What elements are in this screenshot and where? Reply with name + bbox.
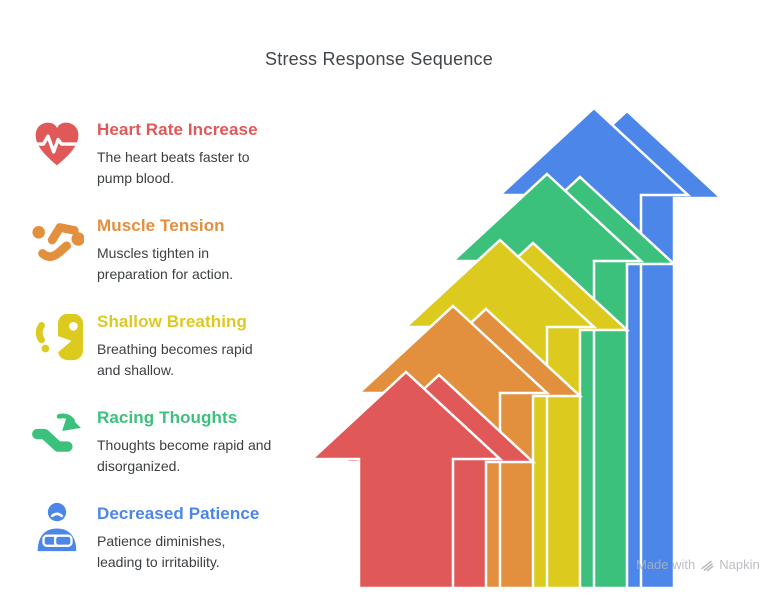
racing-arrow-icon bbox=[32, 413, 81, 452]
item-description: Breathing becomes rapid and shallow. bbox=[97, 339, 253, 381]
item-title: Racing Thoughts bbox=[97, 408, 238, 427]
description-line: Patience diminishes, bbox=[97, 533, 226, 549]
description-line: pump blood. bbox=[97, 170, 175, 186]
description-line: Thoughts become rapid and bbox=[97, 437, 272, 453]
watermark-text: Made with bbox=[636, 557, 696, 572]
description-line: leading to irritability. bbox=[97, 554, 220, 570]
breathing-face-icon bbox=[35, 313, 84, 361]
item-title: Decreased Patience bbox=[97, 504, 260, 523]
description-line: disorganized. bbox=[97, 458, 181, 474]
list-item-shallow-breathing: Shallow Breathing Breathing becomes rapi… bbox=[30, 309, 253, 381]
napkin-watermark[interactable]: Made with Napkin bbox=[636, 557, 760, 572]
impatient-person-icon bbox=[37, 502, 77, 552]
description-line: The heart beats faster to bbox=[97, 149, 250, 165]
description-line: Breathing becomes rapid bbox=[97, 341, 253, 357]
heart-pulse-icon bbox=[35, 122, 79, 166]
page-title: Stress Response Sequence bbox=[265, 49, 493, 69]
napkin-logo-icon bbox=[701, 560, 714, 571]
item-description: Thoughts become rapid and disorganized. bbox=[97, 435, 271, 477]
watermark-brand: Napkin bbox=[719, 557, 760, 572]
list-item-decreased-patience: Decreased Patience Patience diminishes, … bbox=[30, 501, 259, 573]
item-description: Patience diminishes, leading to irritabi… bbox=[97, 531, 259, 573]
list-item-heart-rate-increase: Heart Rate Increase The heart beats fast… bbox=[30, 117, 258, 189]
item-description: Muscles tighten in preparation for actio… bbox=[97, 243, 233, 285]
sequence-arrow bbox=[308, 370, 504, 590]
description-line: Muscles tighten in bbox=[97, 245, 210, 261]
item-description: The heart beats faster to pump blood. bbox=[97, 147, 258, 189]
pushup-figure-icon bbox=[32, 223, 84, 261]
item-title: Muscle Tension bbox=[97, 216, 225, 235]
item-title: Shallow Breathing bbox=[97, 312, 247, 331]
list-item-racing-thoughts: Racing Thoughts Thoughts become rapid an… bbox=[30, 405, 271, 477]
description-line: preparation for action. bbox=[97, 266, 234, 282]
description-line: and shallow. bbox=[97, 362, 175, 378]
list-item-muscle-tension: Muscle Tension Muscles tighten in prepar… bbox=[30, 213, 233, 285]
item-title: Heart Rate Increase bbox=[97, 120, 258, 139]
